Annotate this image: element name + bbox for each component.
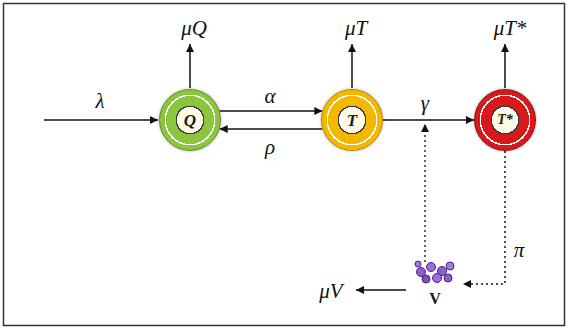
rate-label: α xyxy=(264,84,275,108)
rate-label-holder: μT xyxy=(345,18,367,39)
transition-arrow xyxy=(220,128,323,130)
inflow-arrow xyxy=(44,119,158,121)
cell-compartment: T* xyxy=(474,89,536,151)
rate-label: μT xyxy=(345,16,367,40)
rate-label-holder: π xyxy=(514,240,525,261)
rate-label-holder: λ xyxy=(95,91,104,112)
virus-cluster xyxy=(415,261,454,283)
infection-link xyxy=(424,124,425,262)
cell-compartment: Q xyxy=(159,89,221,151)
transition-arrow xyxy=(383,119,474,121)
death-arrow xyxy=(504,44,506,88)
virion xyxy=(427,263,436,272)
rate-label-holder: μQ xyxy=(181,18,207,39)
rate-label: μQ xyxy=(181,16,207,40)
virion xyxy=(422,275,430,283)
virion xyxy=(433,274,442,283)
rate-label-holder: μV xyxy=(319,281,342,302)
rate-label: ρ xyxy=(265,135,275,159)
transition-arrow xyxy=(220,110,323,112)
rate-label: π xyxy=(514,238,525,262)
clearance-arrow xyxy=(356,289,406,291)
compartment-symbol: V xyxy=(429,291,441,307)
rate-label-holder: γ xyxy=(421,93,429,114)
frame-border xyxy=(4,4,565,326)
death-arrow xyxy=(351,44,353,88)
virus-compartment: V xyxy=(407,261,463,307)
virion xyxy=(444,274,452,282)
compartment-symbol: T* xyxy=(497,113,513,127)
production-link xyxy=(463,151,505,284)
cell-compartment: T xyxy=(321,89,383,151)
rate-label: λ xyxy=(95,89,104,113)
rate-label: μV xyxy=(319,279,342,303)
death-arrow xyxy=(189,44,191,88)
rate-label-holder: μT* xyxy=(494,18,527,39)
virion xyxy=(446,262,454,270)
compartment-symbol: T xyxy=(347,112,357,129)
rate-label: μT* xyxy=(494,16,527,40)
rate-label: γ xyxy=(421,91,429,115)
virion xyxy=(415,261,421,267)
compartment-symbol: Q xyxy=(184,112,196,129)
rate-label-holder: ρ xyxy=(265,137,275,158)
rate-label-holder: α xyxy=(264,86,275,107)
